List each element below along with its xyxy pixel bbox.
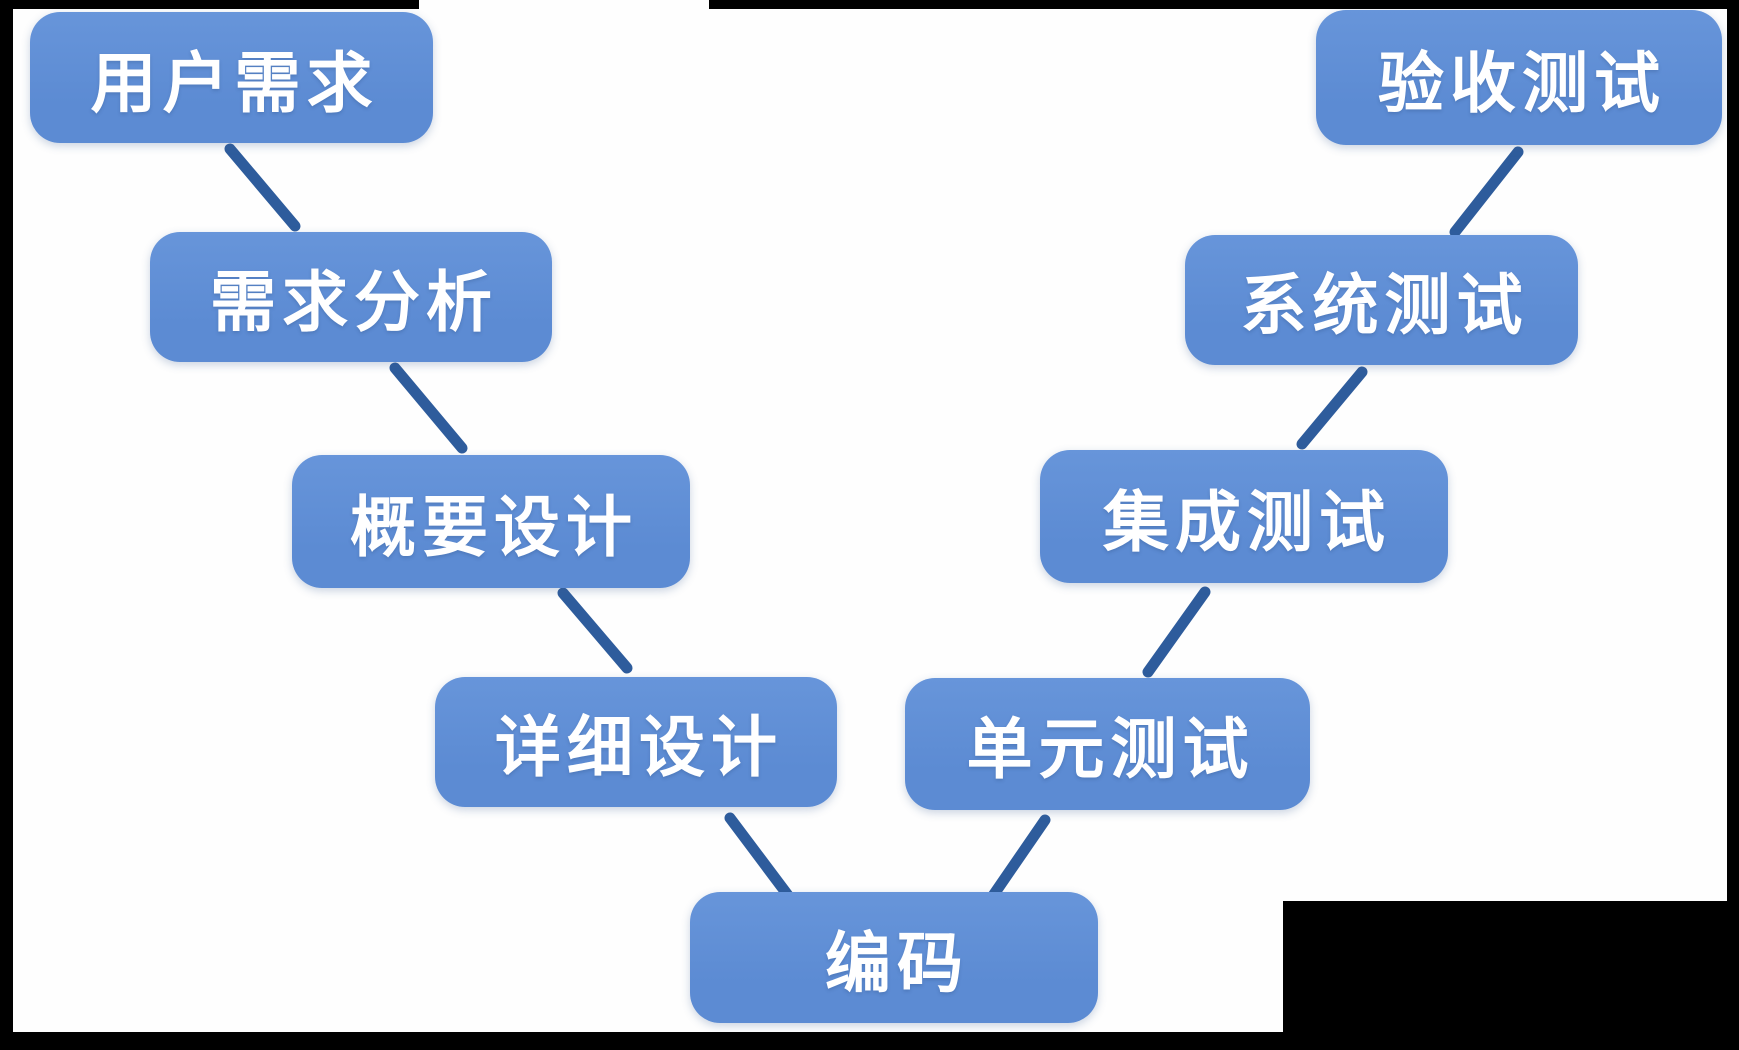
frame-bar-1 — [709, 0, 1739, 9]
connector-system-testing-to-integration-testing — [1296, 366, 1368, 450]
node-requirements-analysis: 需求分析 — [150, 232, 552, 362]
connector-high-level-design-to-detailed-design — [557, 587, 633, 674]
node-label-requirements-analysis: 需求分析 — [210, 265, 498, 339]
node-high-level-design: 概要设计 — [292, 455, 690, 588]
node-system-testing: 系统测试 — [1185, 235, 1578, 365]
connector-requirements-analysis-to-high-level-design — [389, 362, 468, 454]
connector-acceptance-testing-to-system-testing — [1449, 146, 1524, 238]
frame-bar-2 — [0, 0, 13, 1034]
node-acceptance-testing: 验收测试 — [1316, 10, 1722, 145]
node-label-system-testing: 系统测试 — [1240, 268, 1529, 342]
node-label-high-level-design: 概要设计 — [350, 489, 638, 564]
node-detailed-design: 详细设计 — [435, 677, 837, 807]
frame-bar-4 — [1283, 901, 1739, 1050]
node-integration-testing: 集成测试 — [1040, 450, 1448, 583]
node-label-integration-testing: 集成测试 — [1103, 484, 1391, 559]
node-label-user-requirements: 用户需求 — [90, 45, 379, 120]
node-coding: 编码 — [690, 892, 1098, 1023]
node-label-acceptance-testing: 验收测试 — [1378, 45, 1666, 120]
connector-user-requirements-to-requirements-analysis — [224, 143, 301, 232]
frame-bar-0 — [0, 0, 419, 9]
node-user-requirements: 用户需求 — [30, 12, 433, 143]
connector-detailed-design-to-coding — [724, 812, 796, 904]
frame-bar-3 — [1727, 0, 1739, 905]
node-label-coding: 编码 — [825, 925, 969, 1000]
connector-integration-testing-to-unit-testing — [1142, 586, 1211, 678]
node-unit-testing: 单元测试 — [905, 678, 1310, 810]
node-label-detailed-design: 详细设计 — [495, 710, 783, 784]
node-label-unit-testing: 单元测试 — [966, 712, 1255, 786]
frame-bar-5 — [0, 1032, 1739, 1050]
connector-unit-testing-to-coding — [984, 814, 1051, 906]
